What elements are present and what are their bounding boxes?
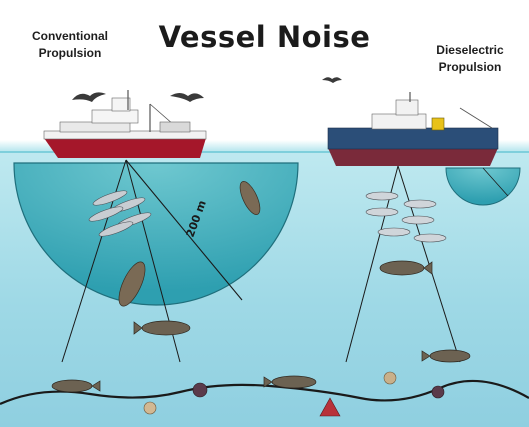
dieselectric-noise-cone [446, 168, 520, 205]
right-cod-1 [380, 261, 432, 275]
seabird-3 [322, 77, 342, 83]
dieselectric-vessel [328, 92, 498, 166]
seabird-2 [170, 93, 204, 102]
conventional-noise-cone [14, 163, 298, 305]
right-fish-school [366, 192, 446, 242]
starfish [320, 398, 340, 416]
left-vessel-hull [44, 138, 206, 158]
right-cod-2 [422, 350, 470, 362]
urchin-right [432, 386, 444, 398]
conventional-vessel [44, 90, 206, 158]
right-vessel-hull [328, 148, 498, 166]
bottom-cod-left [52, 380, 100, 392]
shell-right [384, 372, 396, 384]
seabird-1 [72, 92, 106, 102]
shell-left [144, 402, 156, 414]
urchin-left [193, 383, 207, 397]
left-cod-3 [134, 321, 190, 335]
